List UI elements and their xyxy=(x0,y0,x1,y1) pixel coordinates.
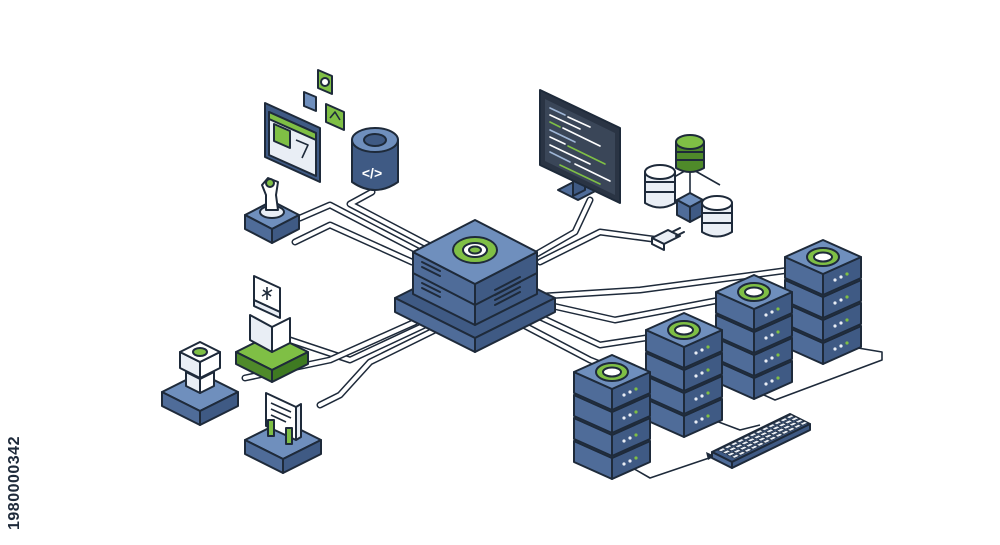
monitor-code-icon xyxy=(539,89,621,204)
server-rack-3 xyxy=(715,274,793,400)
central-server-hub xyxy=(394,219,556,353)
plug-pedestal-icon xyxy=(161,341,239,426)
code-badge-label: </> xyxy=(362,165,382,181)
server-rack-cluster xyxy=(573,239,862,480)
server-rack-4 xyxy=(784,239,862,365)
stock-id-label: 1980000342 xyxy=(6,436,23,530)
document-icon xyxy=(244,392,322,474)
usb-plug-icon xyxy=(651,227,685,251)
database-code-icon: </> xyxy=(351,127,399,191)
browser-window-icon xyxy=(264,102,321,183)
robot-arm-icon xyxy=(244,177,300,244)
cables xyxy=(241,188,794,409)
database-network-icon xyxy=(644,134,733,238)
lab-device-icon xyxy=(235,275,309,383)
floating-app-icons xyxy=(303,69,345,131)
server-rack-1 xyxy=(573,354,651,480)
keyboard-icon xyxy=(711,413,811,469)
server-rack-2 xyxy=(645,312,723,438)
